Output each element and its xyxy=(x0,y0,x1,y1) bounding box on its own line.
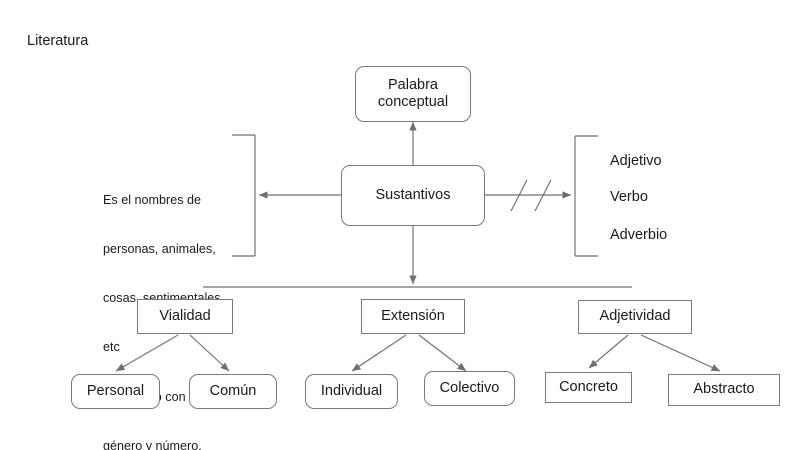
node-abstracto[interactable]: Abstracto xyxy=(668,374,780,406)
node-label: Palabra conceptual xyxy=(377,76,449,110)
edge-extension-to-individual xyxy=(351,334,407,372)
node-label: Vialidad xyxy=(159,307,211,324)
node-label: Sustantivos xyxy=(375,186,451,203)
node-colectivo[interactable]: Colectivo xyxy=(424,371,515,406)
node-concreto[interactable]: Concreto xyxy=(545,372,632,403)
node-vialidad[interactable]: Vialidad xyxy=(137,299,233,334)
node-label: Extensión xyxy=(381,307,445,324)
node-personal[interactable]: Personal xyxy=(71,374,160,409)
edge-vialidad-to-comun xyxy=(189,334,230,372)
node-comun[interactable]: Común xyxy=(189,374,277,409)
edge-vialidad-to-personal xyxy=(115,334,179,372)
node-extension[interactable]: Extensión xyxy=(361,299,465,334)
node-label: Concreto xyxy=(559,378,618,395)
edge-adjetividad-to-concreto xyxy=(588,334,629,369)
node-label: Personal xyxy=(86,382,145,399)
node-label: Común xyxy=(209,382,257,399)
node-label: Individual xyxy=(320,382,383,399)
node-label: Abstracto xyxy=(693,381,755,398)
wordclass-label-adverbio: Adverbio xyxy=(610,227,668,243)
node-label: Adjetividad xyxy=(599,308,671,325)
definition-line-4: etc xyxy=(103,340,120,355)
hatch-mark-2 xyxy=(534,179,552,212)
page-title: Literatura xyxy=(27,33,89,49)
node-sustantivos[interactable]: Sustantivos xyxy=(341,165,485,226)
node-individual[interactable]: Individual xyxy=(305,374,398,409)
wordclass-label-adjetivo: Adjetivo xyxy=(610,153,662,169)
edge-adjetividad-to-abstracto xyxy=(640,334,721,372)
node-palabra-conceptual[interactable]: Palabra conceptual xyxy=(355,66,471,122)
wordclass-label-verbo: Verbo xyxy=(610,189,648,205)
definition-line-2: personas, animales, xyxy=(103,242,216,257)
definition-line-6: género y número. xyxy=(103,438,202,450)
node-adjetividad[interactable]: Adjetividad xyxy=(578,300,692,334)
hatch-mark-1 xyxy=(510,179,528,212)
edge-extension-to-colectivo xyxy=(418,334,467,372)
node-label: Colectivo xyxy=(439,379,500,396)
definition-line-1: Es el nombres de xyxy=(103,192,202,207)
